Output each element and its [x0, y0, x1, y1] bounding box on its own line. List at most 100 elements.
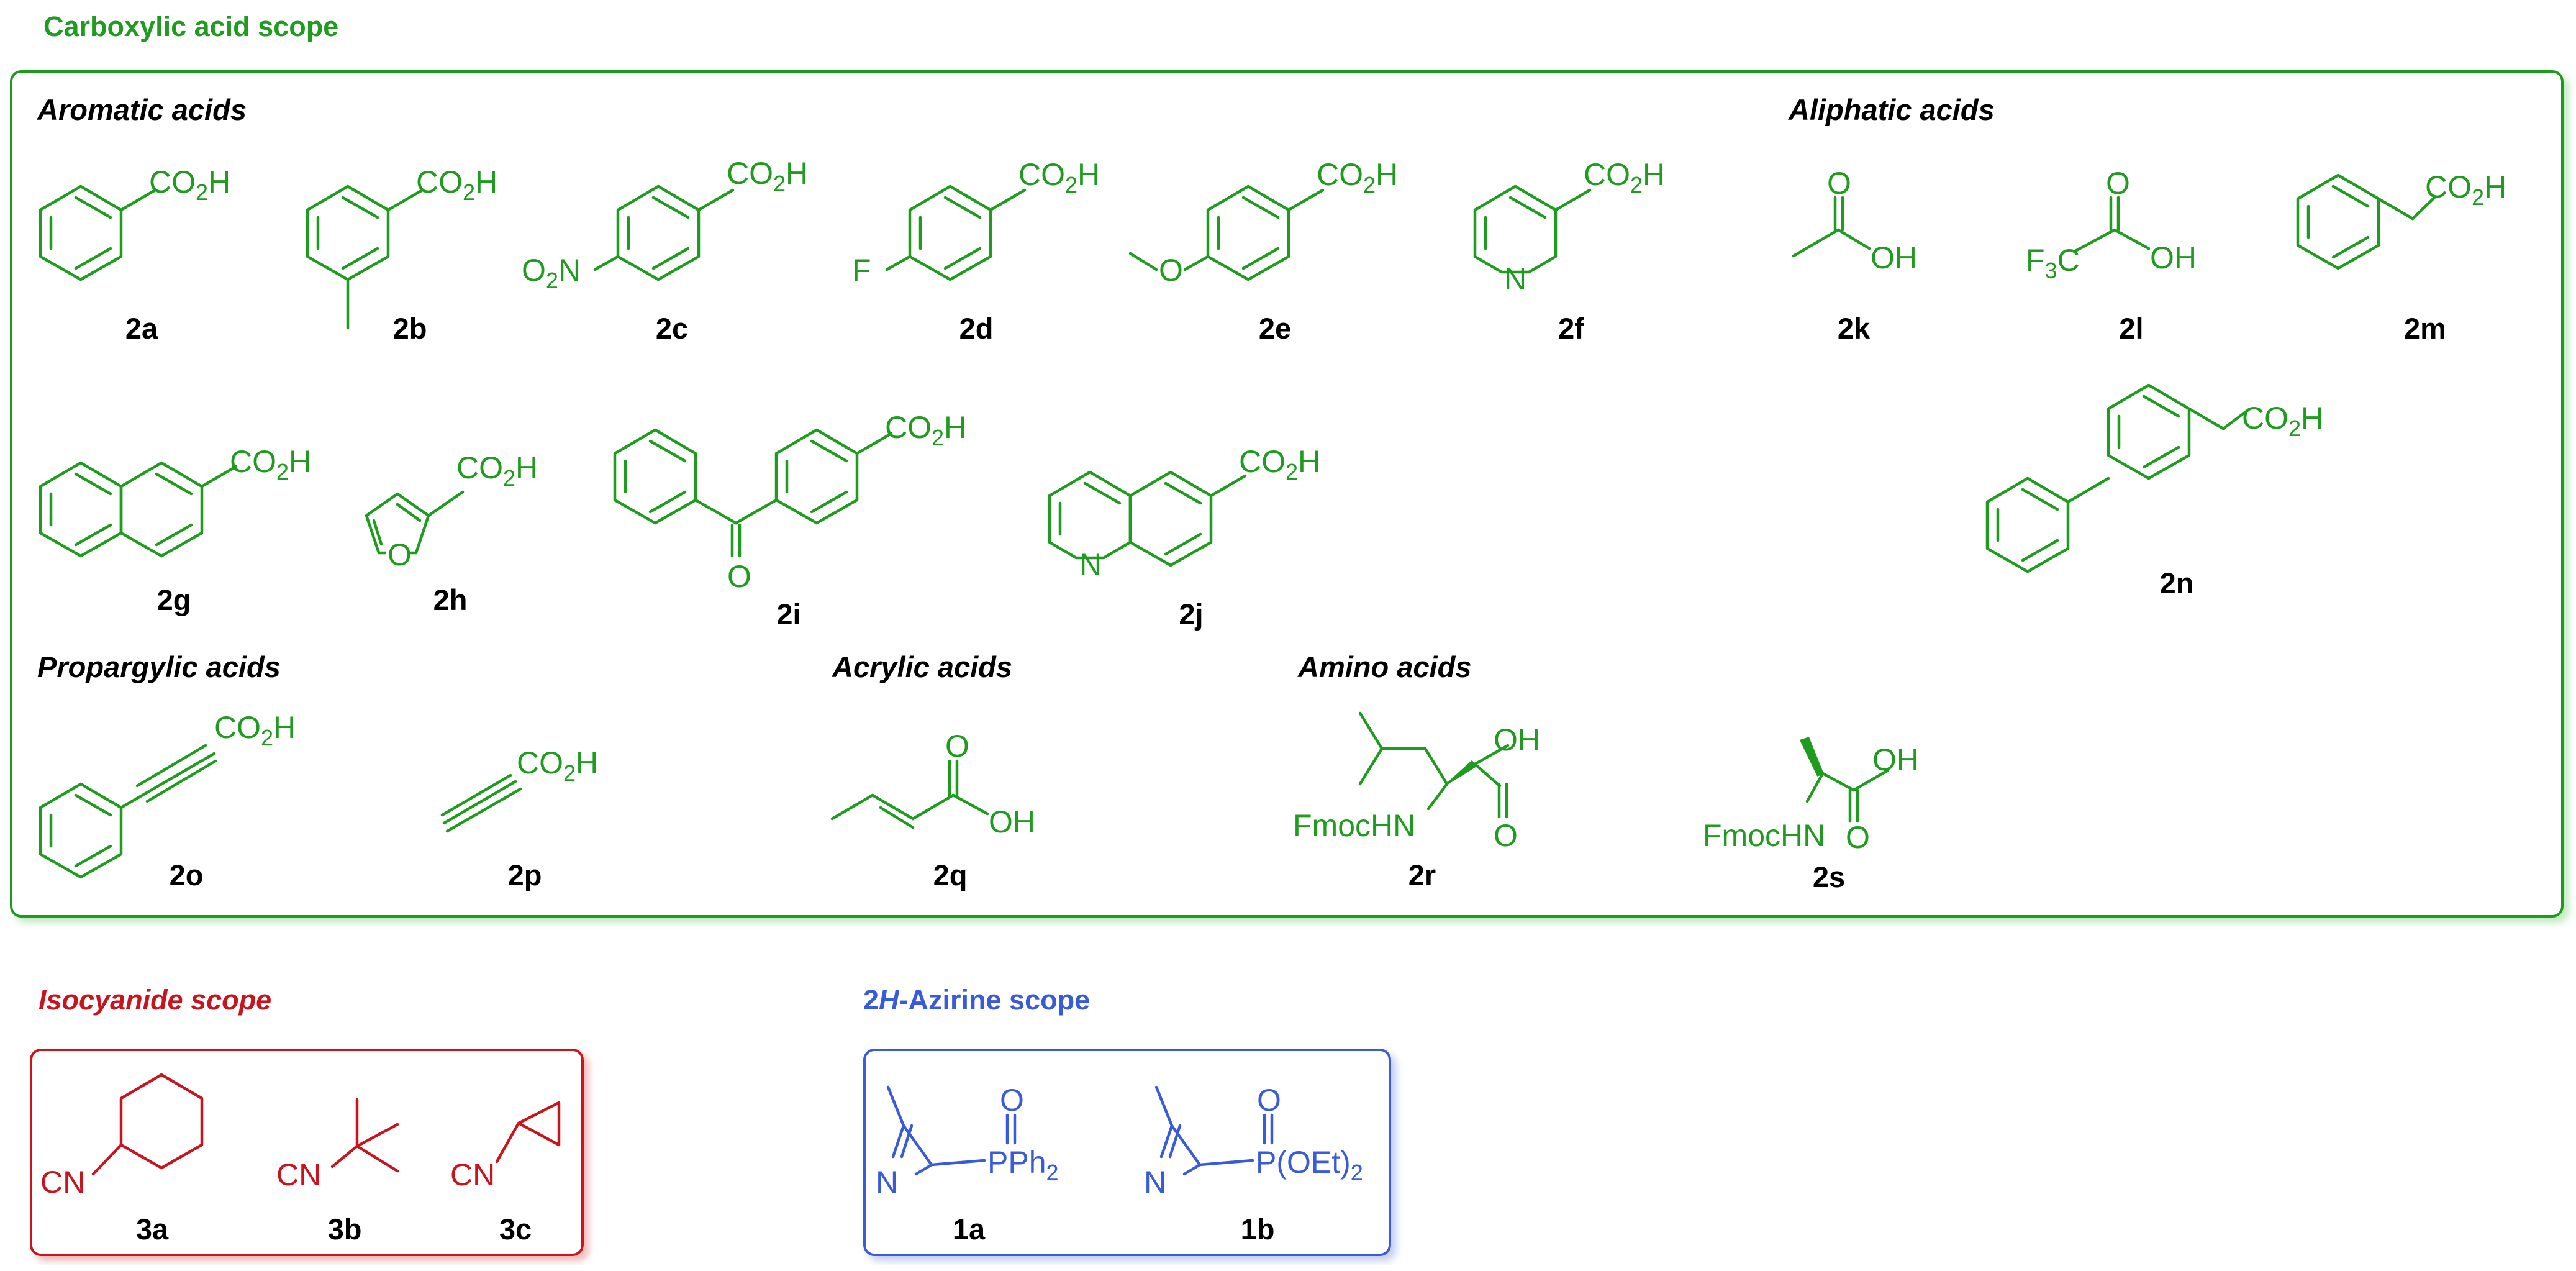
svg-text:CO2H: CO2H: [885, 410, 966, 450]
svg-text:O: O: [945, 729, 969, 763]
structure-2b: CO2H: [306, 165, 497, 330]
structure-2j: N CO2H: [1048, 444, 1320, 582]
label-2i: 2i: [776, 598, 800, 631]
structure-2r: OH O FmocHN: [1293, 711, 1540, 853]
label-2g: 2g: [157, 583, 191, 616]
svg-text:OH: OH: [1871, 240, 1917, 275]
structure-2d: CO2H F: [852, 157, 1100, 288]
section-aromatic-acids: Aromatic acids: [37, 93, 247, 126]
label-2m: 2m: [2404, 312, 2446, 345]
label-2l: 2l: [2119, 312, 2143, 345]
section-propargylic-acids: Propargylic acids: [37, 650, 281, 683]
structure-2o: CO2H: [39, 710, 296, 879]
label-1a: 1a: [953, 1213, 986, 1246]
svg-text:O2N: O2N: [522, 253, 581, 293]
structure-2a: CO2H: [39, 165, 230, 281]
svg-text:CO2H: CO2H: [1018, 157, 1100, 198]
structure-2f: CO2H N: [1473, 157, 1665, 296]
svg-text:CN: CN: [450, 1157, 495, 1192]
svg-text:CO2H: CO2H: [1584, 157, 1665, 198]
label-3b: 3b: [328, 1213, 362, 1246]
structure-2l: O OH F3C: [2026, 166, 2197, 283]
structure-2c: CO2H O2N: [522, 156, 808, 293]
label-2s: 2s: [1813, 860, 1845, 893]
svg-text:F: F: [852, 253, 871, 288]
svg-text:OH: OH: [1494, 722, 1540, 757]
label-2a: 2a: [125, 312, 158, 345]
svg-text:CO2H: CO2H: [1317, 157, 1398, 198]
svg-text:P(OEt)2: P(OEt)2: [1256, 1145, 1363, 1185]
structure-2n: CO2H: [1985, 383, 2323, 573]
svg-text:N: N: [1079, 547, 1102, 582]
svg-text:CO2H: CO2H: [230, 444, 311, 485]
svg-text:PPh2: PPh2: [987, 1145, 1059, 1185]
structure-3c: CN: [450, 1101, 561, 1192]
structure-2h: O CO2H: [365, 450, 538, 572]
svg-text:CO2H: CO2H: [456, 450, 538, 491]
structure-3b: CN: [276, 1098, 399, 1192]
svg-text:FmocHN: FmocHN: [1293, 808, 1415, 843]
svg-text:O: O: [727, 559, 751, 594]
svg-text:O: O: [1257, 1083, 1281, 1118]
svg-text:CO2H: CO2H: [2425, 170, 2506, 210]
section-amino-acids: Amino acids: [1297, 650, 1471, 683]
svg-text:O: O: [1846, 820, 1870, 855]
label-2p: 2p: [508, 859, 542, 891]
label-2c: 2c: [656, 312, 688, 345]
svg-text:CN: CN: [276, 1157, 321, 1192]
svg-text:CN: CN: [40, 1165, 85, 1200]
structure-2q: O OH: [830, 729, 1035, 839]
svg-text:CO2H: CO2H: [727, 156, 808, 196]
structure-2s: OH O FmocHN: [1703, 737, 1919, 855]
label-2e: 2e: [1259, 312, 1291, 345]
carboxylic-scope-box: [10, 70, 2564, 918]
azirine-scope-title: 2H-Azirine scope: [863, 984, 1090, 1016]
svg-text:O: O: [1159, 253, 1183, 288]
label-2k: 2k: [1838, 312, 1871, 345]
label-2n: 2n: [2160, 567, 2194, 599]
svg-text:N: N: [876, 1165, 898, 1200]
label-2o: 2o: [170, 859, 204, 891]
svg-text:O: O: [388, 537, 412, 572]
svg-text:CO2H: CO2H: [416, 165, 497, 205]
carboxylic-scope-title: Carboxylic acid scope: [43, 11, 338, 42]
svg-text:F3C: F3C: [2026, 243, 2080, 283]
structure-1b: N O P(OEt)2: [1144, 1083, 1363, 1200]
structure-3a: CN: [40, 1073, 204, 1200]
label-1b: 1b: [1241, 1213, 1275, 1246]
structure-2m: CO2H: [2296, 170, 2506, 270]
label-2j: 2j: [1179, 598, 1203, 631]
azirine-scope-box: [863, 1049, 1391, 1256]
svg-text:OH: OH: [2150, 240, 2197, 275]
svg-text:O: O: [1000, 1083, 1024, 1118]
label-3c: 3c: [499, 1213, 532, 1246]
label-2d: 2d: [959, 312, 994, 345]
svg-text:N: N: [1144, 1165, 1166, 1200]
structure-1a: N O PPh2: [876, 1083, 1059, 1200]
structure-2p: CO2H: [440, 745, 598, 833]
isocyanide-scope-title: Isocyanide scope: [39, 984, 271, 1016]
svg-text:OH: OH: [1872, 742, 1919, 777]
label-3a: 3a: [136, 1213, 169, 1246]
svg-text:CO2H: CO2H: [149, 165, 230, 205]
label-2h: 2h: [433, 583, 468, 616]
svg-text:CO2H: CO2H: [2242, 401, 2323, 441]
svg-text:O: O: [2106, 166, 2130, 201]
structure-2i: O CO2H: [613, 410, 966, 594]
svg-text:O: O: [1827, 166, 1851, 201]
structure-2k: O OH: [1792, 166, 1917, 275]
svg-text:OH: OH: [989, 804, 1035, 839]
section-aliphatic-acids: Aliphatic acids: [1788, 93, 1995, 126]
label-2r: 2r: [1408, 859, 1436, 891]
svg-text:FmocHN: FmocHN: [1703, 818, 1825, 853]
section-acrylic-acids: Acrylic acids: [832, 650, 1012, 683]
label-2q: 2q: [933, 859, 968, 891]
label-2f: 2f: [1558, 312, 1584, 345]
svg-text:CO2H: CO2H: [517, 745, 598, 786]
svg-text:CO2H: CO2H: [214, 710, 296, 750]
label-2b: 2b: [393, 312, 427, 345]
structure-2e: CO2H O: [1128, 157, 1398, 288]
structure-2g: CO2H: [39, 444, 311, 558]
svg-text:O: O: [1494, 818, 1518, 853]
